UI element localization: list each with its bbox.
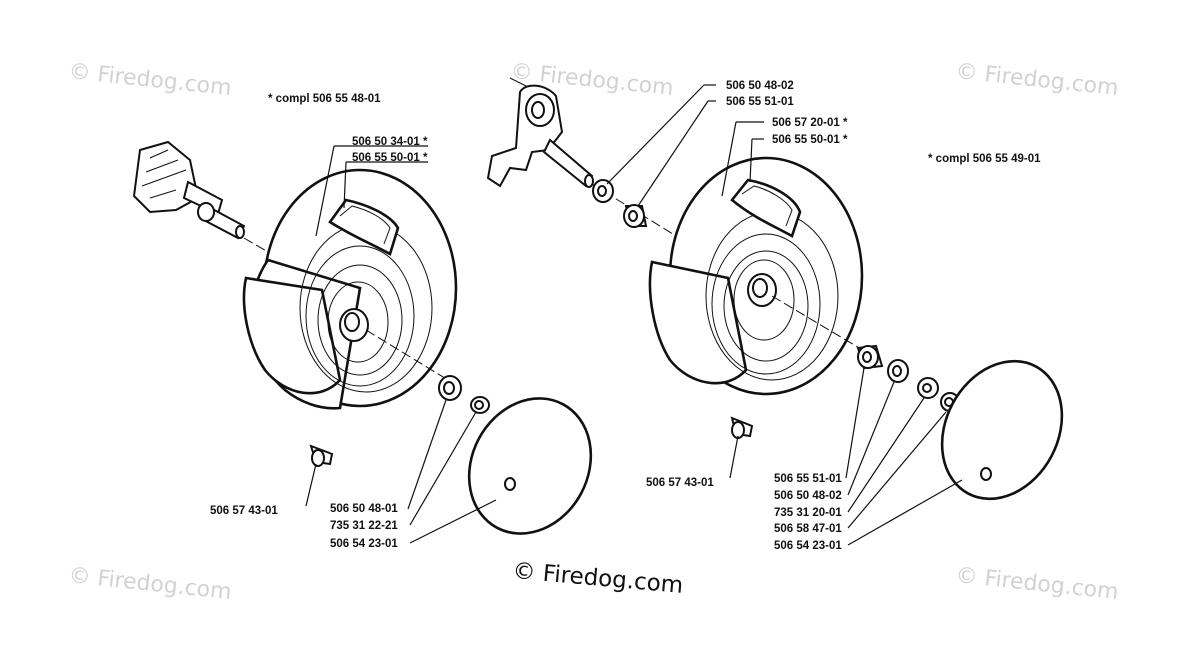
left-labels: * compl 506 55 48-01 506 50 34-01 * 506 … [210,93,428,550]
right-hardware-label: 735 31 20-01 [774,507,842,519]
left-hardware-label: 506 50 48-01 [330,503,398,515]
left-wheel [242,168,458,410]
left-wheel-label: 506 50 34-01 * [352,136,428,148]
copyright-text: © Firedog.com [511,558,684,599]
left-hardware [438,375,593,535]
right-labels: 506 50 48-02 506 55 51-01 506 57 20-01 *… [646,80,1041,552]
right-leaders [606,84,963,546]
right-pin-label: 506 57 43-01 [646,477,714,489]
left-assembly: * compl 506 55 48-01 506 50 34-01 * 506 … [132,93,593,550]
right-hardware-label: 506 55 51-01 [774,473,842,485]
right-compl-note: * compl 506 55 49-01 [928,153,1041,165]
left-compl-note: * compl 506 55 48-01 [268,93,381,105]
left-wheel-label: 506 55 50-01 * [352,152,428,164]
right-assembly: 506 50 48-02 506 55 51-01 506 57 20-01 *… [486,77,1064,552]
right-spacer-label: 506 55 51-01 [726,96,794,108]
watermark-top-right: © Firedog.com [954,59,1119,101]
left-hardware-label: 735 31 22-21 [330,520,398,532]
left-pin-label: 506 57 43-01 [210,505,278,517]
right-hardware [856,344,1064,501]
right-pin [729,416,754,479]
right-hardware-label: 506 58 47-01 [774,523,842,535]
watermark-bottom-right: © Firedog.com [954,563,1119,605]
right-spacers [592,179,648,228]
right-axle-bracket [486,77,761,289]
watermarks: © Firedog.com © Firedog.com © Firedog.co… [67,59,1119,605]
left-leaders [315,145,497,544]
right-wheel-label: 506 57 20-01 * [772,117,848,129]
left-pin [305,444,334,507]
right-wheel-label: 506 55 50-01 * [772,134,848,146]
left-hardware-label: 506 54 23-01 [330,538,398,550]
right-wheel [648,156,867,396]
right-hardware-label: 506 54 23-01 [774,540,842,552]
right-spacer-label: 506 50 48-02 [726,80,794,92]
watermark-bottom-left: © Firedog.com [67,563,232,605]
right-hardware-label: 506 50 48-02 [774,490,842,502]
watermark-top-left: © Firedog.com [67,59,232,101]
